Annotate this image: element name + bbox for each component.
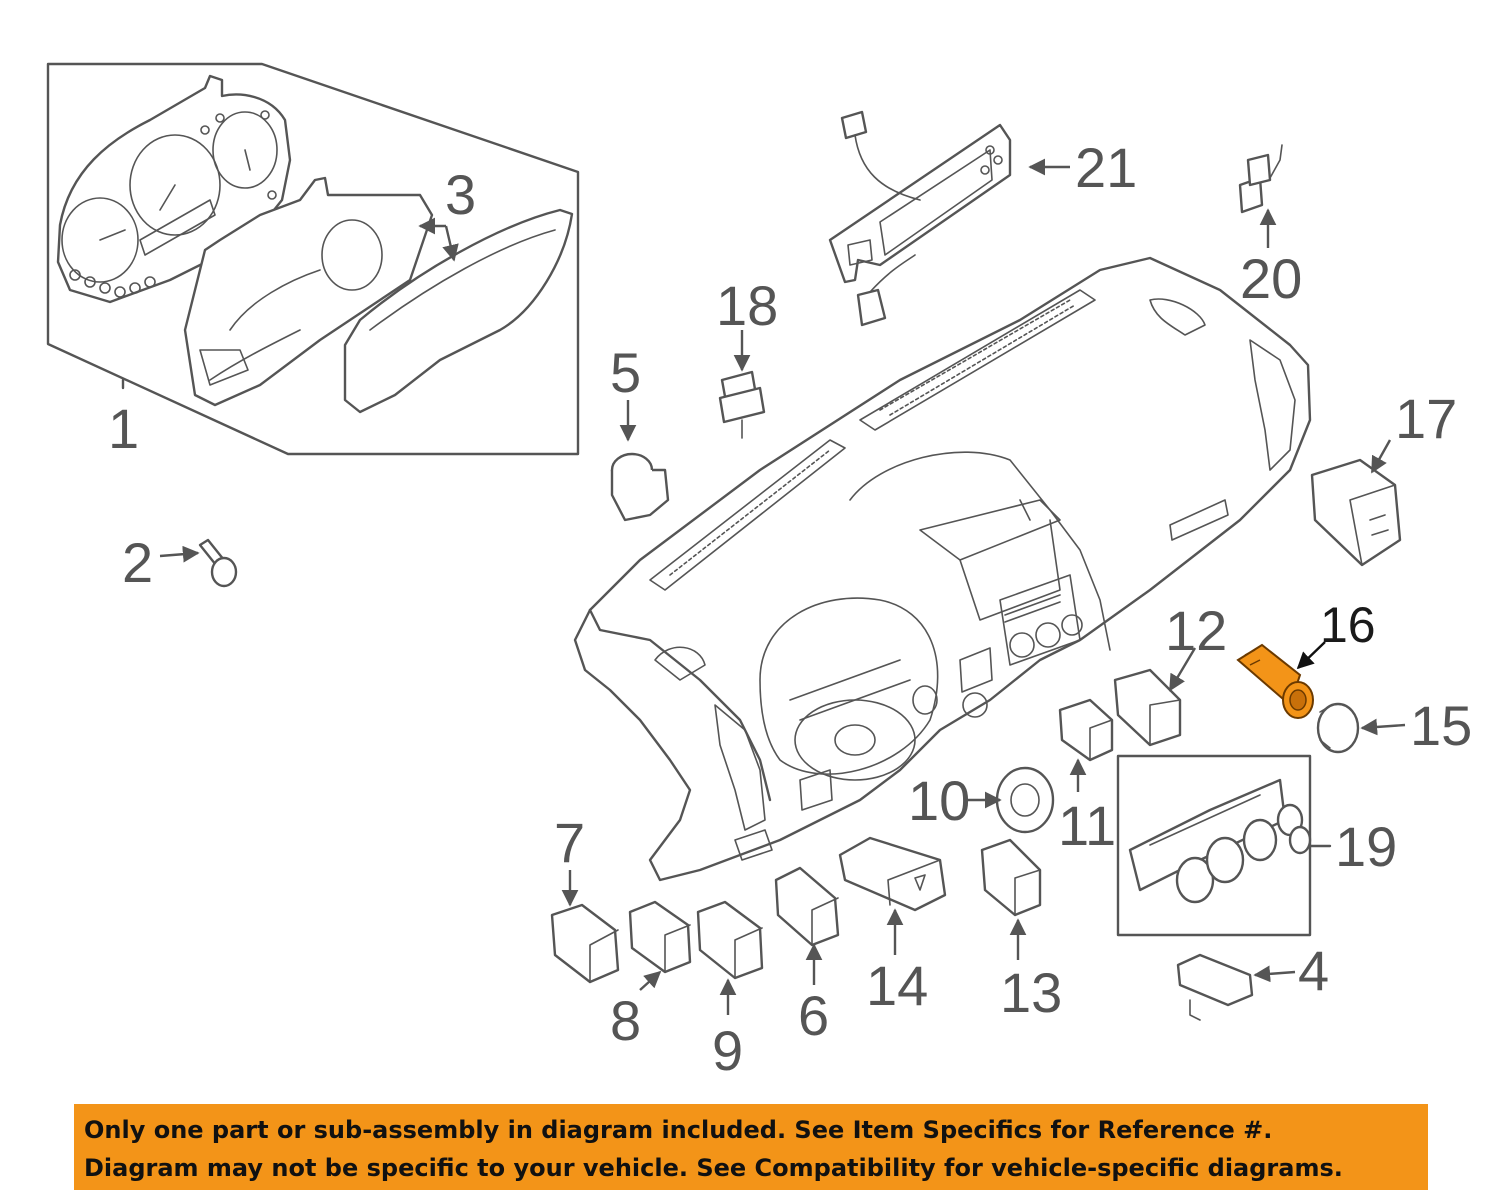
part-11-switch: 11 bbox=[1058, 698, 1116, 857]
part-16-power-outlet: 16 bbox=[1236, 597, 1376, 719]
svg-text:9: 9 bbox=[712, 1019, 743, 1082]
svg-text:4: 4 bbox=[1298, 939, 1329, 1002]
svg-text:12: 12 bbox=[1165, 599, 1227, 662]
part-2-screw: 2 bbox=[122, 531, 238, 594]
svg-text:16: 16 bbox=[1320, 597, 1376, 653]
part-18-switch: 18 bbox=[716, 274, 778, 439]
svg-text:17: 17 bbox=[1395, 387, 1457, 450]
part-12-switch: 12 bbox=[1113, 599, 1227, 747]
svg-text:2: 2 bbox=[122, 531, 153, 594]
part-21-display-unit: 21 bbox=[828, 110, 1137, 327]
part-3-cluster-lens bbox=[343, 208, 574, 414]
cluster-inset-box bbox=[46, 62, 580, 456]
part-7-switch: 7 bbox=[550, 811, 620, 984]
svg-text:7: 7 bbox=[554, 811, 585, 874]
svg-text:11: 11 bbox=[1058, 794, 1116, 857]
svg-text:5: 5 bbox=[610, 341, 641, 404]
callout-1: 1 bbox=[108, 378, 139, 460]
disclaimer-banner: Only one part or sub-assembly in diagram… bbox=[74, 1104, 1428, 1190]
part-13-switch: 13 bbox=[980, 838, 1062, 1024]
svg-text:15: 15 bbox=[1410, 694, 1472, 757]
part-cluster-housing bbox=[183, 176, 434, 407]
svg-text:1: 1 bbox=[108, 397, 139, 460]
svg-text:3: 3 bbox=[445, 163, 476, 226]
disclaimer-line-1: Only one part or sub-assembly in diagram… bbox=[84, 1116, 1273, 1144]
svg-text:20: 20 bbox=[1240, 247, 1302, 310]
callout-3: 3 bbox=[418, 163, 476, 262]
svg-text:8: 8 bbox=[610, 989, 641, 1052]
part-8-switch: 8 bbox=[610, 900, 692, 1052]
svg-text:13: 13 bbox=[1000, 961, 1062, 1024]
part-20-sensor: 20 bbox=[1238, 144, 1302, 310]
svg-text:18: 18 bbox=[716, 274, 778, 337]
part-6-switch: 6 bbox=[774, 866, 840, 1047]
svg-text:10: 10 bbox=[908, 769, 970, 832]
dashboard-panel bbox=[573, 256, 1312, 882]
svg-text:21: 21 bbox=[1075, 136, 1137, 199]
part-5-knob: 5 bbox=[610, 341, 670, 522]
part-4-sensor: 4 bbox=[1176, 939, 1329, 1021]
part-15-knob: 15 bbox=[1316, 694, 1472, 757]
svg-text:19: 19 bbox=[1335, 815, 1397, 878]
part-14-hazard-switch: 14 bbox=[838, 836, 947, 1017]
svg-text:6: 6 bbox=[798, 984, 829, 1047]
part-19-climate-control: 19 bbox=[1116, 754, 1397, 937]
part-17-switch: 17 bbox=[1310, 387, 1457, 567]
part-10-knob: 10 bbox=[908, 766, 1055, 834]
disclaimer-line-2: Diagram may not be specific to your vehi… bbox=[84, 1154, 1343, 1182]
part-9-switch: 9 bbox=[696, 900, 764, 1082]
svg-text:14: 14 bbox=[866, 954, 928, 1017]
